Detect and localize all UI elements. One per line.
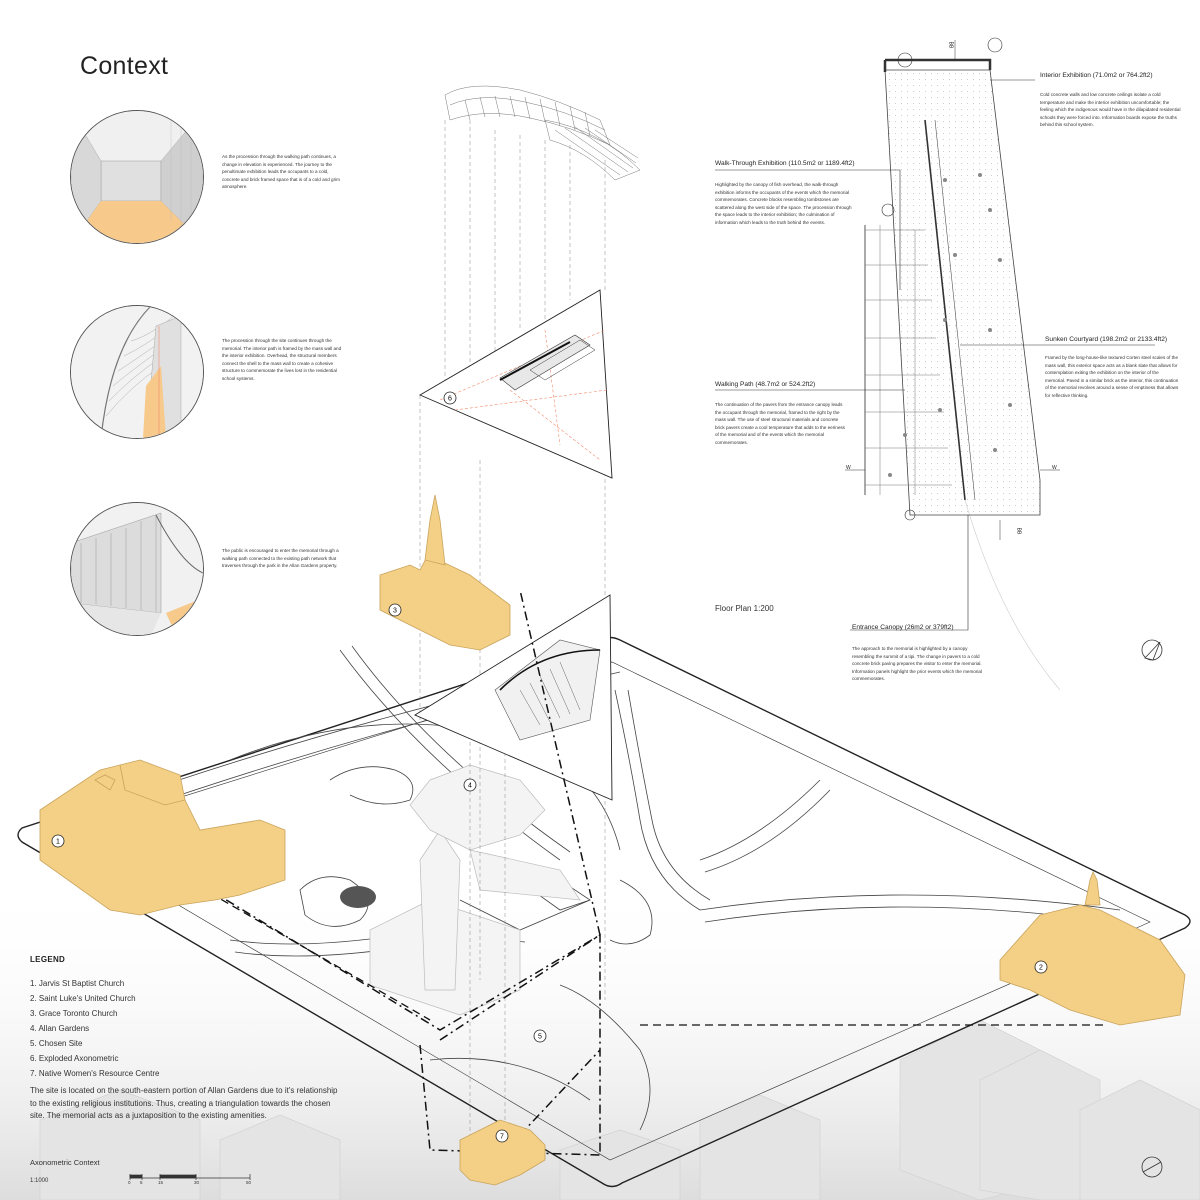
north-arrow-plan (1141, 639, 1163, 661)
north-arrow-axo (1141, 1156, 1163, 1178)
interior-text: Cold concrete walls and low concrete cei… (1040, 92, 1181, 128)
walkthrough-heading: Walk-Through Exhibition (110.5m2 or 1189… (715, 160, 855, 167)
section-mark: BB (947, 41, 954, 49)
jarvis-st-baptist-church (39, 759, 286, 916)
scale-tick-label: 50 (246, 1180, 252, 1185)
floor-plan-label: Floor Plan 1:200 (715, 604, 774, 613)
page-title: Context (80, 52, 169, 80)
entrance-canopy-text: The approach to the memorial is highligh… (852, 646, 982, 682)
exploded-memorial (414, 594, 613, 801)
floor-plan-grid (865, 225, 952, 495)
section-mark: BB (1015, 527, 1022, 535)
site-description: The site is located on the south-eastern… (30, 1086, 338, 1121)
grace-toronto-church (379, 494, 511, 651)
legend-item: 1. Jarvis St Baptist Church (30, 979, 125, 988)
vignette-caption: The public is encouraged to enter the me… (222, 548, 339, 569)
interior-heading: Interior Exhibition (71.0m2 or 764.2ft2) (1040, 72, 1153, 79)
legend-item: 4. Allan Gardens (30, 1024, 90, 1033)
leader-lines (715, 79, 1155, 631)
vignette-illustration (71, 111, 203, 243)
entrance-canopy-heading: Entrance Canopy (26m2 or 379ft2) (852, 624, 954, 631)
vignette-caption: As the procession through the walking pa… (222, 154, 340, 190)
vignette-illustration (71, 503, 203, 635)
section-mark: W (1052, 465, 1057, 471)
exploded-floor-plate (419, 289, 613, 479)
vignette-illustration (71, 306, 203, 438)
courtyard-text: Framed by the long-house-like textured C… (1045, 355, 1179, 398)
courtyard-heading: Sunken Courtyard (198.2m2 or 2133.4ft2) (1045, 336, 1168, 343)
legend-title: LEGEND (30, 955, 66, 964)
floor-plan (715, 37, 1155, 691)
figures (888, 173, 1012, 477)
walking-path-text: The continuation of the pavers from the … (715, 402, 845, 445)
legend-item: 2. Saint Luke's United Church (30, 994, 136, 1003)
fountain (340, 886, 376, 908)
trees (881, 37, 1003, 521)
native-womens-resource-centre (459, 1119, 546, 1186)
legend-item: 7. Native Women's Resource Centre (30, 1069, 160, 1078)
legend-item: 3. Grace Toronto Church (30, 1009, 118, 1018)
vignette-interior-path (70, 305, 204, 439)
vignette-caption: The procession through the site continue… (222, 338, 342, 381)
walkthrough-text: Highlighted by the canopy of fish overhe… (715, 182, 852, 225)
axo-scale-bar (129, 1174, 251, 1180)
vignette-walking-path (70, 502, 204, 636)
axonometric-context-label: Axonometric Context (30, 1158, 100, 1167)
vignette-exhibition-entry (70, 110, 204, 244)
axonometric-scale-label: 1:1000 (30, 1178, 49, 1184)
section-mark: W (846, 465, 851, 471)
scale-tick-label: 0 (128, 1180, 131, 1185)
exploded-canopy (444, 85, 641, 181)
background-buildings (39, 1019, 1200, 1200)
conservatory (369, 764, 581, 1016)
legend-item: 6. Exploded Axonometric (30, 1054, 119, 1063)
park-outline (17, 636, 1191, 1188)
connector-lines (209, 892, 1105, 1026)
walking-path-heading: Walking Path (48.7m2 or 524.2ft2) (715, 381, 816, 388)
triangulation-lines (209, 589, 601, 1156)
legend-item: 5. Chosen Site (30, 1039, 83, 1048)
scale-tick-label: 5 (140, 1180, 143, 1185)
scale-tick-label: 15 (158, 1180, 164, 1185)
saint-lukes-united-church (999, 871, 1186, 1026)
scale-tick-label: 30 (194, 1180, 200, 1185)
